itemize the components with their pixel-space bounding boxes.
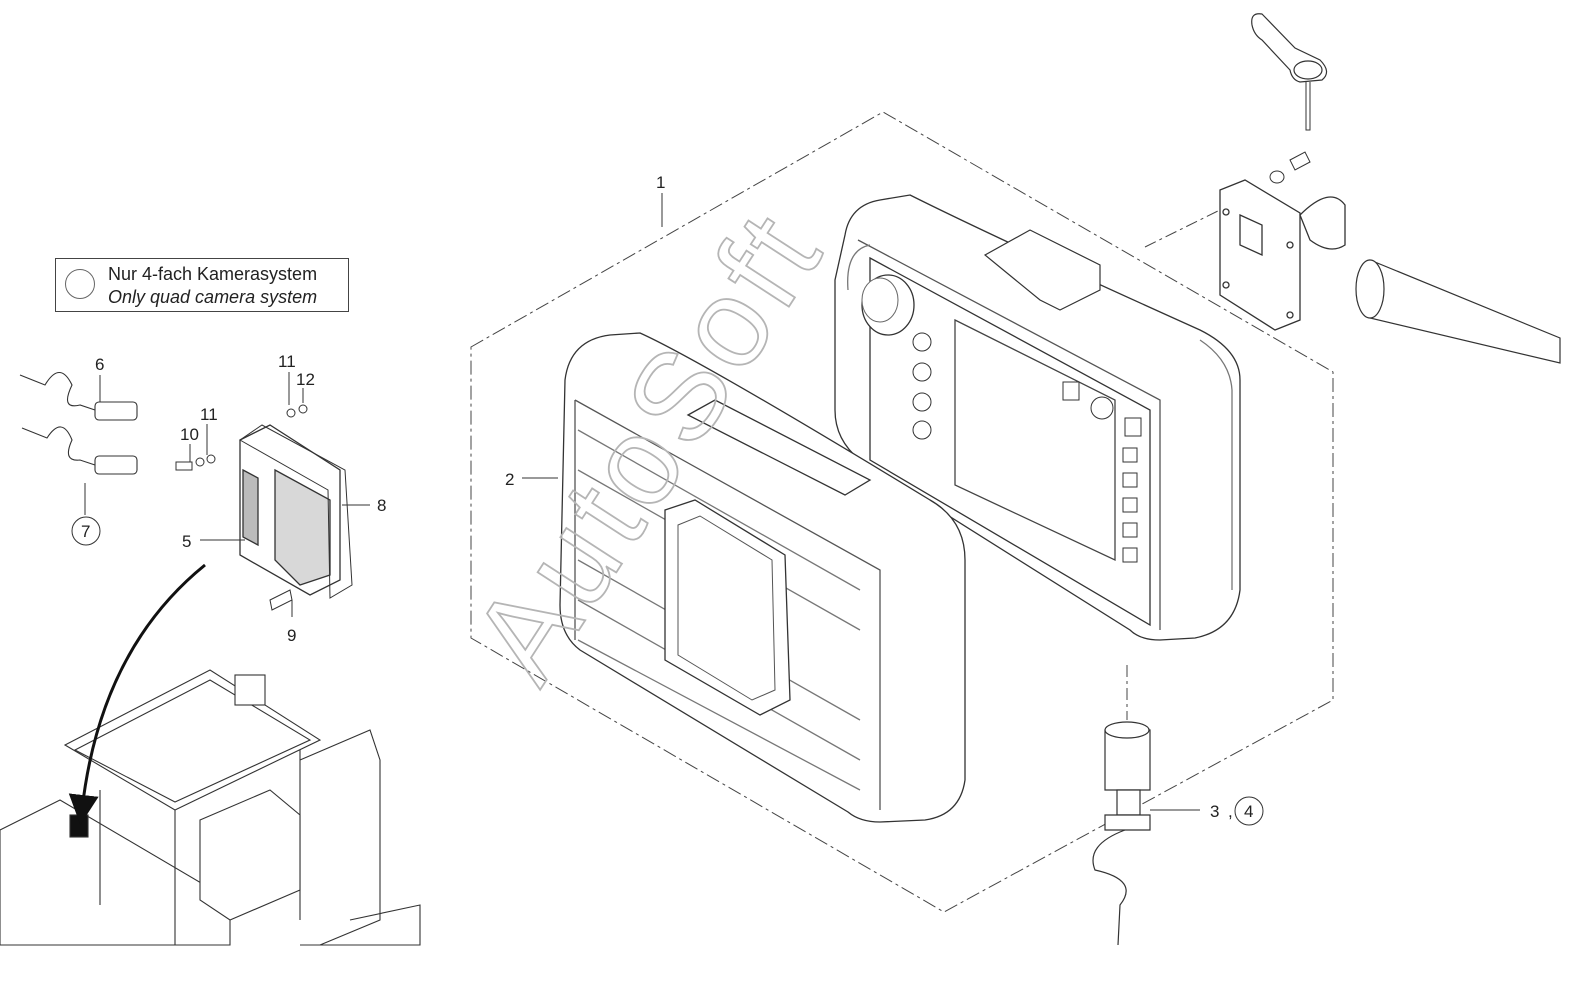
callout-1: 1 [656, 173, 665, 192]
callout-4-circle [1234, 796, 1264, 826]
clamp-screw [1305, 82, 1311, 131]
callout-4: 4 [1244, 802, 1253, 821]
assembly-boundary [470, 111, 1334, 913]
small-fasteners [175, 404, 308, 611]
camera-cable-lower [21, 426, 138, 475]
clamp-washer-screw [1269, 151, 1311, 184]
leader-lines [84, 193, 1200, 811]
legend-text-english: Only quad camera system [108, 287, 318, 307]
legend-text-german: Nur 4-fach Kamerasystem [108, 264, 318, 284]
legend-circle-symbol [65, 269, 95, 299]
machine-illustration [0, 669, 421, 946]
monitor-unit [834, 194, 1241, 641]
monitor-soft-keys [1062, 381, 1142, 563]
mount-bracket [1219, 179, 1346, 331]
controller-mounting-plate [239, 424, 353, 599]
callout-6: 6 [95, 355, 104, 374]
clamp-lever [1251, 13, 1328, 83]
cover-window [664, 499, 791, 716]
callout-3: 3 [1210, 802, 1219, 821]
monitor-mounting-plate [983, 229, 1101, 311]
callout-10: 10 [180, 425, 199, 444]
callout-12: 12 [296, 370, 315, 389]
callout-11-right: 11 [278, 352, 296, 371]
callout-9: 9 [287, 626, 296, 645]
legend-box: Nur 4-fach Kamerasystem Only quad camera… [55, 258, 349, 312]
callout-2: 2 [505, 470, 514, 489]
installation-arrow [68, 563, 206, 825]
monitor-cable-connector [1092, 721, 1151, 946]
mount-center-line [1144, 204, 1231, 248]
monitor-knob [861, 274, 915, 336]
camera-controller-box [239, 424, 341, 596]
callout-7-circle [71, 516, 101, 546]
callout-8: 8 [377, 496, 386, 515]
callout-5: 5 [182, 532, 191, 551]
camera-cable-upper [19, 371, 138, 421]
mounting-tube [1355, 259, 1561, 364]
callout-3-separator: , [1228, 802, 1233, 821]
callout-7: 7 [81, 522, 90, 541]
callout-11-left: 11 [200, 405, 218, 424]
monitor-side-buttons [912, 332, 932, 440]
